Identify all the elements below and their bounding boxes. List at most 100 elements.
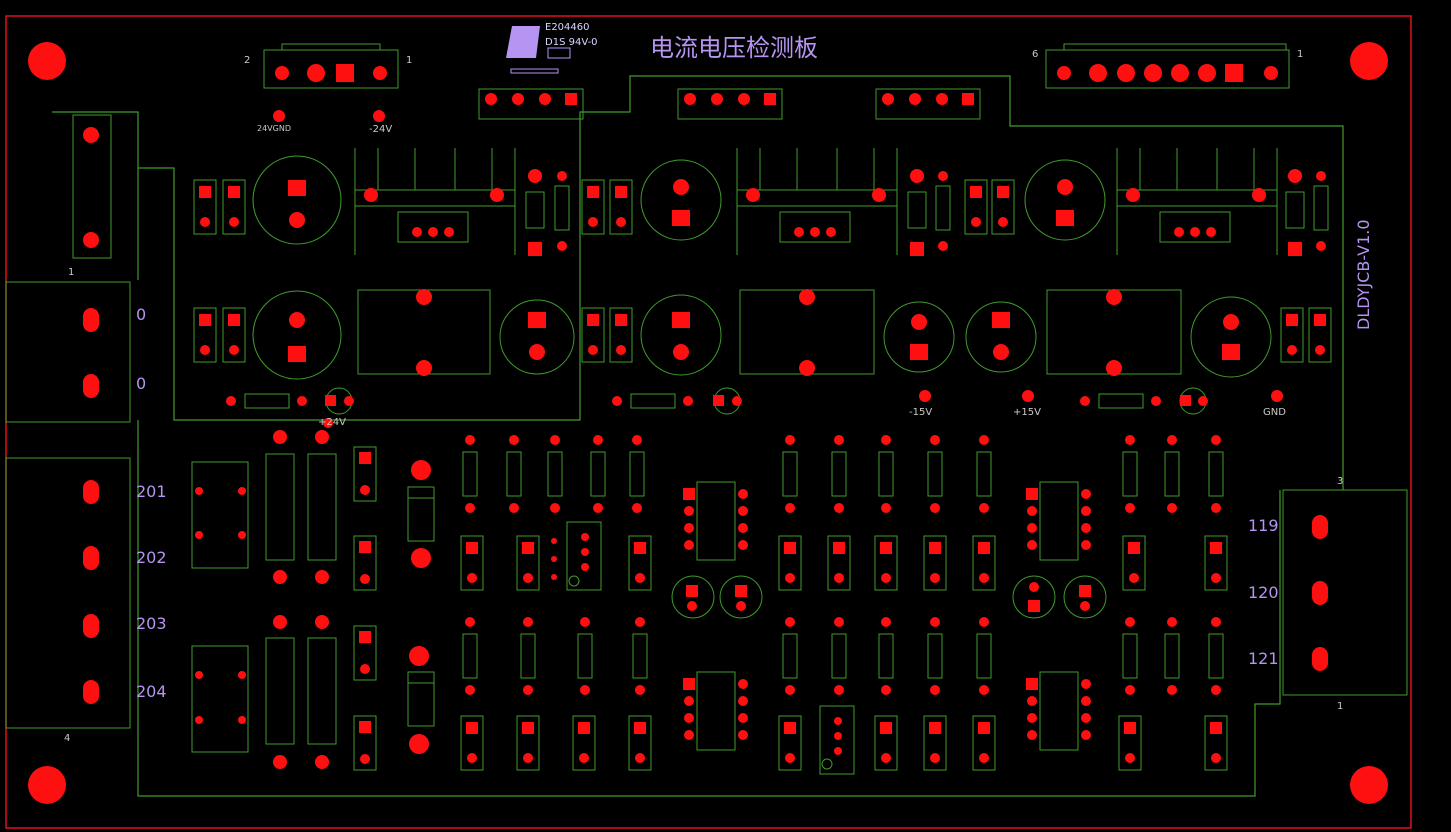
resistor-pad: [523, 685, 533, 695]
capacitor-pad: [1125, 753, 1135, 763]
ic-pin: [1081, 713, 1091, 723]
ic-pin: [1081, 523, 1091, 533]
capacitor-body: [778, 535, 802, 591]
resistor-pad: [1125, 685, 1135, 695]
resistor-pad: [1167, 435, 1177, 445]
resistor-pad: [632, 435, 642, 445]
resistor-body: [831, 451, 847, 497]
ic-pin: [683, 488, 695, 500]
resistor-body: [1208, 633, 1224, 679]
ic-pin: [684, 523, 694, 533]
board-outline: [5, 15, 1412, 829]
ul-logo: [506, 26, 571, 74]
resistor-body: [831, 633, 847, 679]
terminal-label: 0: [136, 374, 147, 393]
resistor-pad: [1125, 435, 1135, 445]
ic-pin: [684, 713, 694, 723]
resistor-body: [629, 451, 645, 497]
ic-pin: [1081, 489, 1091, 499]
ic-pin: [738, 730, 748, 740]
resistor-pad: [1167, 617, 1177, 627]
resistor-pad: [465, 435, 475, 445]
resistor-pad: [1167, 685, 1177, 695]
capacitor-body: [972, 715, 996, 771]
capacitor-pad: [579, 753, 589, 763]
capacitor-body: [827, 535, 851, 591]
resistor-body: [1122, 633, 1138, 679]
mounting-hole: [1350, 766, 1388, 804]
capacitor-pad: [634, 542, 646, 554]
resistor-pad: [930, 435, 940, 445]
resistor-pad: [465, 685, 475, 695]
capacitor-body: [516, 535, 540, 591]
resistor-pad: [930, 685, 940, 695]
ic-pin: [1081, 696, 1091, 706]
ic-pin: [1027, 713, 1037, 723]
pin-number: 1: [68, 267, 75, 278]
capacitor-pad: [784, 542, 796, 554]
capacitor-pad: [785, 753, 795, 763]
ic-pin: [1027, 506, 1037, 516]
ic-pin: [1027, 730, 1037, 740]
mounting-hole: [28, 42, 66, 80]
test-point-label: -15V: [909, 407, 933, 418]
resistor-body: [1164, 633, 1180, 679]
resistor-pad: [834, 685, 844, 695]
resistor-body: [782, 633, 798, 679]
resistor-pad: [580, 617, 590, 627]
resistor-pad: [550, 503, 560, 513]
resistor-pad: [834, 435, 844, 445]
resistor-pad: [834, 617, 844, 627]
capacitor-body: [923, 715, 947, 771]
pin-number: 3: [1337, 476, 1344, 487]
resistor-body: [976, 633, 992, 679]
test-point-label: GND: [1263, 407, 1286, 418]
ic-pin: [738, 713, 748, 723]
capacitor-pad: [467, 753, 477, 763]
test-point-label: 24VGND: [257, 124, 291, 133]
resistor-body: [976, 451, 992, 497]
resistor-pad: [580, 685, 590, 695]
capacitor-pad: [523, 573, 533, 583]
capacitor-pad: [880, 542, 892, 554]
resistor-pad: [635, 617, 645, 627]
resistor-pad: [881, 435, 891, 445]
capacitor-body: [874, 535, 898, 591]
capacitor-body: [1118, 715, 1142, 771]
capacitor-pad: [979, 753, 989, 763]
resistor-body: [1122, 451, 1138, 497]
resistor-pad: [1211, 617, 1221, 627]
ic-pin: [684, 540, 694, 550]
resistor-pad: [785, 617, 795, 627]
capacitor-pad: [523, 753, 533, 763]
pin-number: 2: [244, 55, 251, 66]
capacitor-pad: [929, 542, 941, 554]
terminal-label: 120: [1248, 583, 1279, 602]
capacitor-pad: [1210, 542, 1222, 554]
capacitor-pad: [1210, 722, 1222, 734]
resistor-body: [632, 633, 648, 679]
terminal-label: 203: [136, 614, 167, 633]
ic-pin: [1027, 523, 1037, 533]
capacitor-pad: [1124, 722, 1136, 734]
capacitor-body: [516, 715, 540, 771]
test-point-label: +24V: [318, 417, 346, 428]
capacitor-pad: [785, 573, 795, 583]
capacitor-body: [460, 715, 484, 771]
resistor-pad: [979, 435, 989, 445]
resistor-pad: [632, 503, 642, 513]
board-version: DLDYJCB-V1.0: [1354, 219, 1373, 330]
terminal-label: 0: [136, 305, 147, 324]
resistor-pad: [881, 617, 891, 627]
resistor-pad: [1167, 503, 1177, 513]
ic-pin: [738, 523, 748, 533]
capacitor-body: [1122, 535, 1146, 591]
terminal-label: 204: [136, 682, 167, 701]
ic-pin: [738, 696, 748, 706]
capacitor-pad: [930, 573, 940, 583]
ic-pin: [684, 506, 694, 516]
capacitor-pad: [978, 722, 990, 734]
terminal-label: 201: [136, 482, 167, 501]
